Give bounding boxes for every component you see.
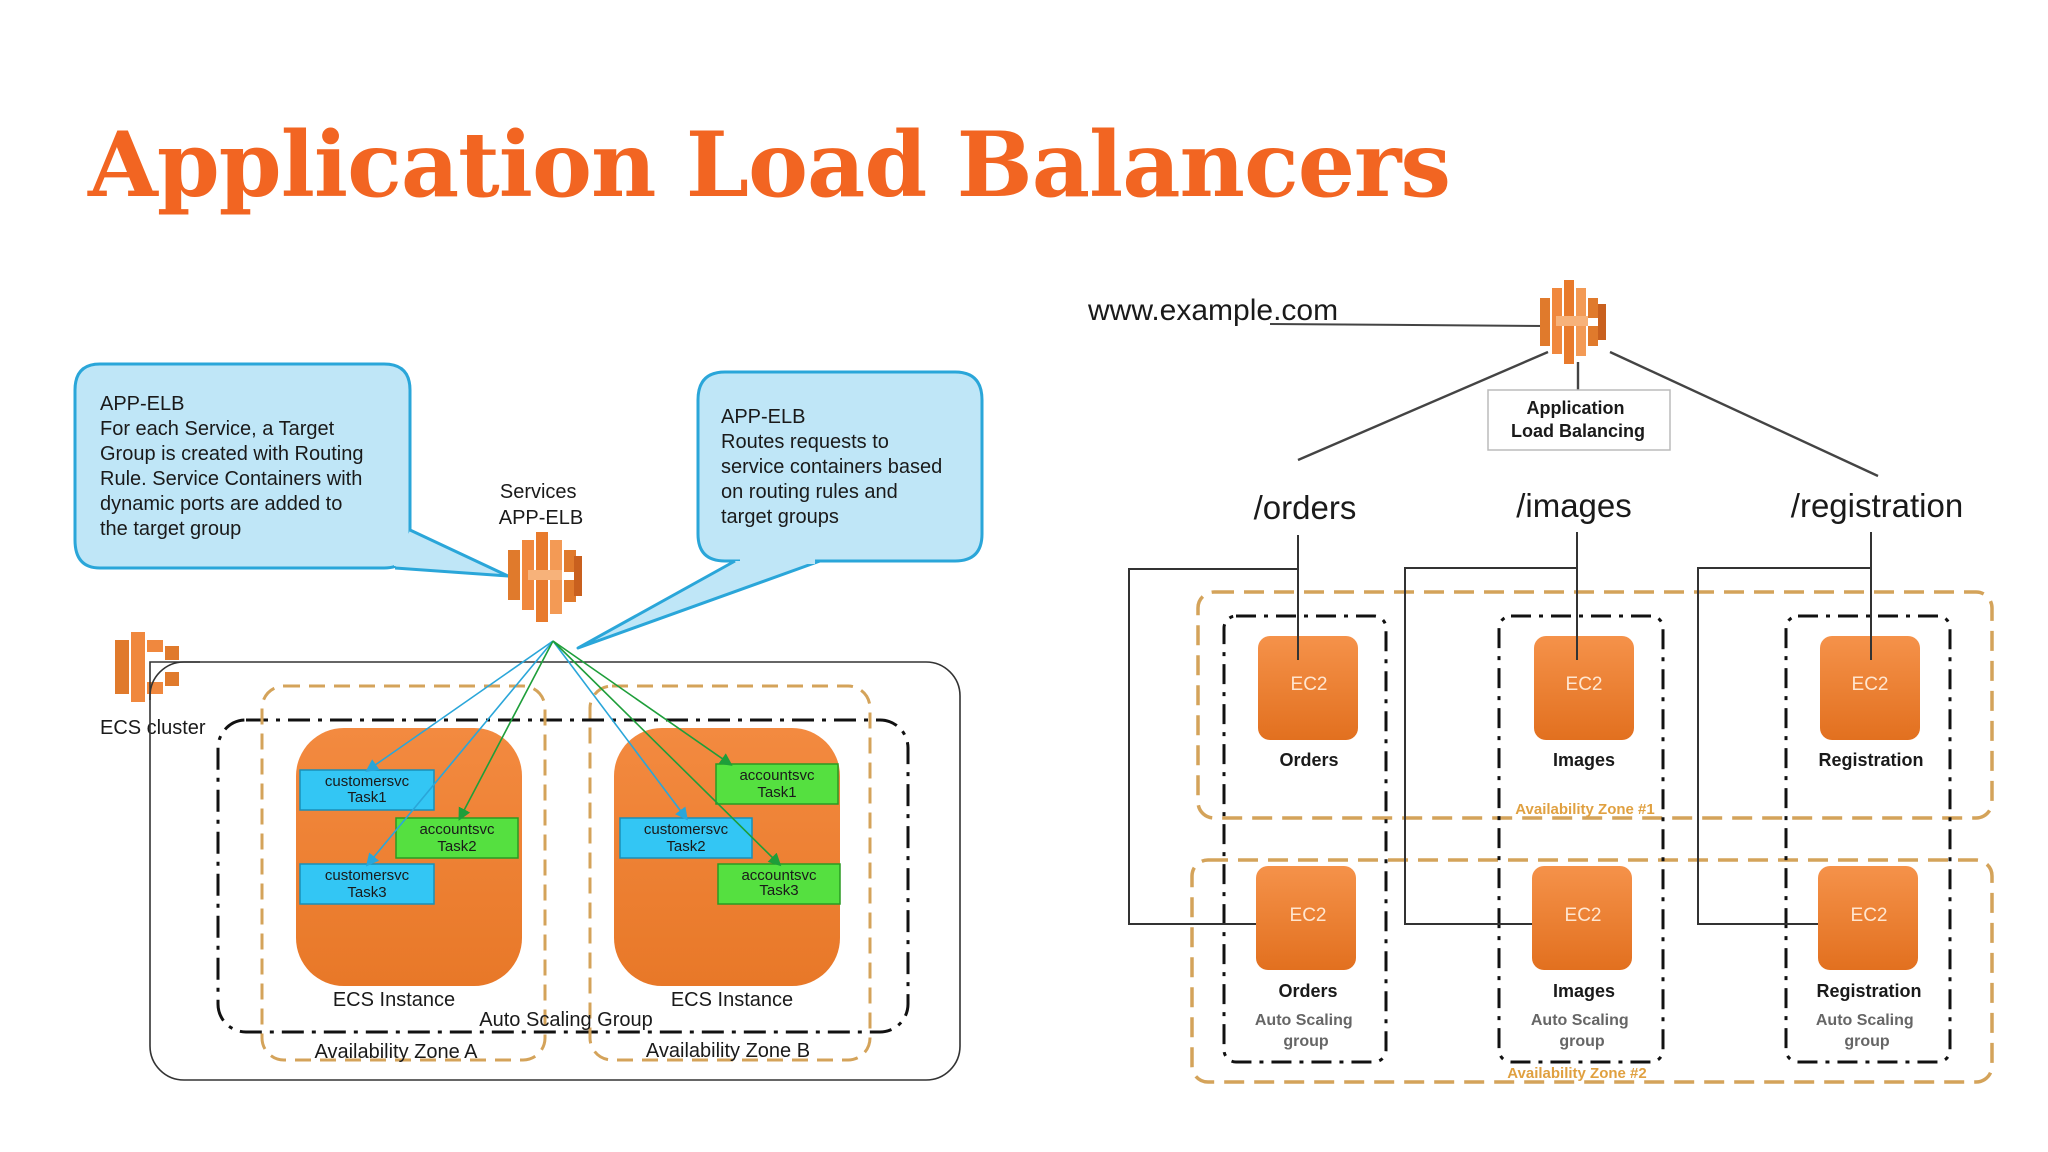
- domain-label: www.example.com: [1087, 294, 1338, 327]
- alb-label: Application Load Balancing: [1511, 398, 1645, 441]
- ecs-cluster-icon: [115, 632, 179, 702]
- auto-scaling-group-label: Auto Scaling group: [1255, 1012, 1357, 1050]
- task-service-name: accountsvc: [419, 821, 495, 838]
- callout-target-group-text: APP-ELB For each Service, a Target Group…: [100, 393, 369, 540]
- ec2-instance: [1256, 866, 1356, 970]
- task-id: Task3: [347, 884, 386, 901]
- task-box: accountsvc Task1: [715, 763, 839, 805]
- availability-zone-2-label: Availability Zone #2: [1507, 1065, 1647, 1082]
- ec2-instance: [1818, 866, 1918, 970]
- ec2-instance: [1534, 636, 1634, 740]
- alb-label-line: Application: [1526, 398, 1624, 418]
- callout-line: APP-ELB: [721, 406, 805, 428]
- asg-label-line: group: [1559, 1033, 1605, 1050]
- alb-icon: [1540, 280, 1606, 364]
- left-diagram: APP-ELB For each Service, a Target Group…: [73, 362, 984, 1081]
- task-id: Task1: [347, 789, 386, 806]
- callout-routing: APP-ELB Routes requests to service conta…: [576, 370, 984, 650]
- ec2-label: EC2: [1566, 674, 1603, 695]
- task-box: customersvc Task1: [299, 769, 435, 811]
- callout-line: Rule. Service Containers with: [100, 468, 362, 490]
- ecs-cluster-box: [149, 661, 961, 1081]
- task-service-name: customersvc: [325, 867, 410, 884]
- availability-zone-a-label: Availability Zone A: [314, 1041, 478, 1063]
- callout-line: on routing rules and: [721, 481, 898, 503]
- ec2-service-name: Registration: [1816, 981, 1921, 1001]
- callout-line: dynamic ports are added to: [100, 493, 342, 515]
- availability-zone-1-label: Availability Zone #1: [1515, 801, 1655, 818]
- path-connectors: [1297, 636, 1872, 660]
- elb-label-line: APP-ELB: [499, 507, 583, 529]
- task-service-name: customersvc: [644, 821, 729, 838]
- alb-label-line: Load Balancing: [1511, 421, 1645, 441]
- asg-label-line: group: [1283, 1033, 1329, 1050]
- task-id: Task1: [757, 784, 796, 801]
- task-box: accountsvc Task3: [717, 863, 841, 905]
- callout-line: For each Service, a Target: [100, 418, 335, 440]
- auto-scaling-group-label: Auto Scaling group: [1816, 1012, 1918, 1050]
- task-id: Task2: [437, 838, 476, 855]
- ecs-instance-label: ECS Instance: [671, 989, 793, 1011]
- alb-label-box: [1487, 389, 1671, 451]
- task-service-name: accountsvc: [741, 867, 817, 884]
- alb-routing-lines: [1297, 350, 1879, 478]
- asg-label-line: group: [1844, 1033, 1890, 1050]
- elb-label-line: Services: [500, 481, 577, 503]
- ec2-service-name: Images: [1553, 981, 1615, 1001]
- availability-zone-b-box: [588, 684, 872, 1062]
- asg-label-line: Auto Scaling: [1531, 1012, 1629, 1029]
- callout-line: Group is created with Routing: [100, 443, 363, 465]
- auto-scaling-group-label: Auto Scaling Group: [479, 1009, 652, 1031]
- ec2-service-name: Registration: [1818, 750, 1923, 770]
- ec2-service-name: Orders: [1279, 750, 1338, 770]
- asg-label-line: Auto Scaling: [1255, 1012, 1353, 1029]
- ec2-label: EC2: [1565, 905, 1602, 926]
- callout-target-group: APP-ELB For each Service, a Target Group…: [73, 362, 510, 578]
- auto-scaling-group-box: [1497, 614, 1665, 1064]
- callout-line: APP-ELB: [100, 393, 184, 415]
- ec2-instance: [1532, 866, 1632, 970]
- callout-line: target groups: [721, 506, 839, 528]
- callout-line: service containers based: [721, 456, 942, 478]
- availability-zone-b-label: Availability Zone B: [646, 1040, 810, 1062]
- availability-zone-a-box: [260, 684, 547, 1062]
- path-label-orders: /orders: [1254, 489, 1357, 526]
- auto-scaling-group-label: Auto Scaling group: [1531, 1012, 1633, 1050]
- asg-label-line: Auto Scaling: [1816, 1012, 1914, 1029]
- elb-icon: [508, 532, 582, 622]
- ecs-cluster-label: ECS cluster: [100, 717, 206, 739]
- task-box: accountsvc Task2: [395, 817, 519, 859]
- ec2-label: EC2: [1290, 905, 1327, 926]
- auto-scaling-group-box: [1784, 614, 1952, 1064]
- right-diagram: www.example.com Application Load Balanci…: [1087, 280, 1994, 1084]
- services-elb-label: Services APP-ELB: [499, 481, 583, 529]
- ec2-label: EC2: [1291, 674, 1328, 695]
- task-id: Task2: [666, 838, 705, 855]
- ec2-instance: [1820, 636, 1920, 740]
- ec2-service-name: Orders: [1278, 981, 1337, 1001]
- callout-line: Routes requests to: [721, 431, 889, 453]
- task-id: Task3: [759, 882, 798, 899]
- callout-line: the target group: [100, 518, 241, 540]
- availability-zone-2-box: [1190, 858, 1994, 1084]
- ecs-instance-label: ECS Instance: [333, 989, 455, 1011]
- task-box: customersvc Task2: [619, 817, 753, 859]
- availability-zone-1-box: [1196, 590, 1994, 820]
- task-service-name: customersvc: [325, 773, 410, 790]
- ec2-instance: [1258, 636, 1358, 740]
- callout-routing-text: APP-ELB Routes requests to service conta…: [721, 406, 948, 528]
- ec2-label: EC2: [1851, 905, 1888, 926]
- task-box: customersvc Task3: [299, 863, 435, 905]
- routing-arrows: [365, 640, 782, 867]
- page-title: Application Load Balancers: [88, 112, 1451, 218]
- ec2-label: EC2: [1852, 674, 1889, 695]
- auto-scaling-group-box: [1222, 614, 1388, 1064]
- path-label-images: /images: [1516, 487, 1632, 524]
- ec2-service-name: Images: [1553, 750, 1615, 770]
- task-service-name: accountsvc: [739, 767, 815, 784]
- path-label-registration: /registration: [1791, 487, 1963, 524]
- auto-scaling-group-box: [216, 718, 910, 1034]
